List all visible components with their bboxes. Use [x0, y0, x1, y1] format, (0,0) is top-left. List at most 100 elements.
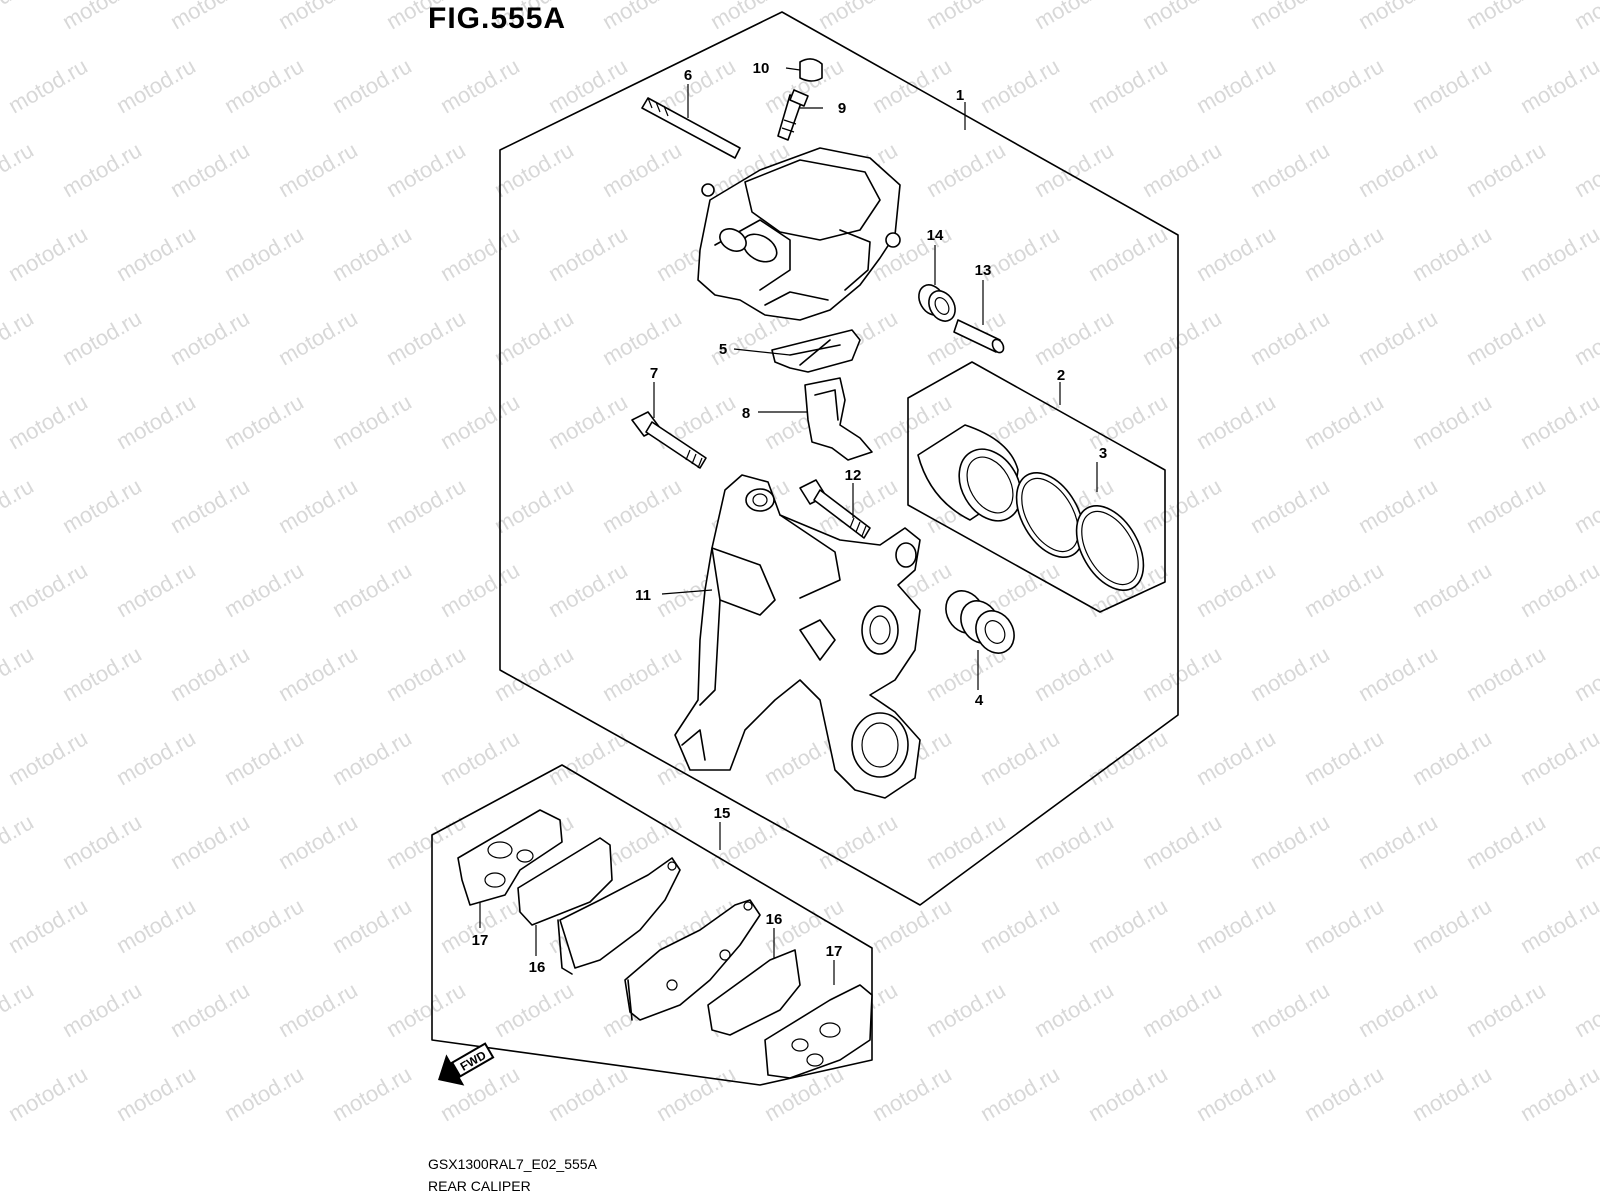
watermark-text: motod.ru [1408, 53, 1496, 118]
callout-17-left: 17 [472, 932, 489, 949]
watermark-text: motod.ru [1570, 137, 1600, 202]
watermark-text: motod.ru [58, 473, 146, 538]
watermark-text: motod.ru [1354, 137, 1442, 202]
callout-2: 2 [1057, 367, 1065, 384]
callout-12: 12 [845, 467, 862, 484]
watermark-text: motod.ru [1570, 809, 1600, 874]
watermark-text: motod.ru [1570, 305, 1600, 370]
watermark-text: motod.ru [166, 137, 254, 202]
callout-6: 6 [684, 67, 692, 84]
watermark-text: motod.ru [1300, 557, 1388, 622]
watermark-text: motod.ru [112, 53, 200, 118]
watermark-text: motod.ru [220, 221, 308, 286]
watermark-text: motod.ru [436, 725, 524, 790]
watermark-text: motod.ru [1030, 641, 1118, 706]
watermark-text: motod.ru [436, 221, 524, 286]
watermark-text: motod.ru [490, 977, 578, 1042]
watermark-text: motod.ru [1138, 137, 1226, 202]
watermark-text: motod.ru [1192, 1061, 1280, 1126]
brake-pad-left [557, 857, 681, 975]
watermark-text: motod.ru [1516, 389, 1600, 454]
watermark-text: motod.ru [4, 557, 92, 622]
watermark-text: motod.ru [58, 977, 146, 1042]
watermark-text: motod.ru [274, 977, 362, 1042]
watermark-text: motod.ru [436, 389, 524, 454]
watermark-text: motod.ru [382, 809, 470, 874]
watermark-text: motod.ru [490, 137, 578, 202]
watermark-text: motod.ru [706, 0, 794, 34]
watermark-text: motod.ru [1462, 0, 1550, 34]
watermark-text: motod.ru [1570, 473, 1600, 538]
watermark-text: motod.ru [1246, 473, 1334, 538]
watermark-text: motod.ru [4, 725, 92, 790]
watermark-text: motod.ru [1462, 977, 1550, 1042]
watermark-text: motod.ru [1030, 977, 1118, 1042]
bracket-boot [945, 590, 1015, 654]
watermark-text: motod.ru [1246, 809, 1334, 874]
callout-labels: 1 2 3 4 5 6 7 8 9 10 11 12 13 14 15 16 1… [472, 60, 1108, 976]
watermark-text: motod.ru [220, 53, 308, 118]
figure-name: REAR CALIPER [428, 1178, 531, 1194]
watermark-text: motod.ru [166, 977, 254, 1042]
callout-10: 10 [753, 60, 770, 77]
watermark-text: motod.ru [1246, 977, 1334, 1042]
watermark-text: motod.ru [328, 1061, 416, 1126]
watermark-text: motod.ru [1516, 53, 1600, 118]
watermark-text: motod.ru [544, 1061, 632, 1126]
watermark-text: motod.ru [1138, 641, 1226, 706]
watermark-text: motod.ru [976, 1061, 1064, 1126]
watermark-text: motod.ru [1084, 725, 1172, 790]
watermark-text: motod.ru [1138, 473, 1226, 538]
watermark-text: motod.ru [1192, 893, 1280, 958]
watermark-text: motod.ru [4, 1061, 92, 1126]
watermark-text: motod.ru [112, 725, 200, 790]
watermark-text: motod.ru [112, 893, 200, 958]
watermark-text: motod.ru [1138, 305, 1226, 370]
callout-5: 5 [719, 341, 727, 358]
watermark-text: motod.ru [220, 725, 308, 790]
watermark-text: motod.ru [598, 305, 686, 370]
watermark-text: motod.ru [1354, 305, 1442, 370]
callout-3: 3 [1099, 445, 1107, 462]
callout-16-left: 16 [529, 959, 546, 976]
watermark-text: motod.ru [0, 0, 38, 34]
watermark-text: motod.ru [0, 473, 38, 538]
pad-shim-right-inner [707, 949, 801, 1036]
watermark-text: motod.ru [1084, 53, 1172, 118]
watermark-text: motod.ru [328, 557, 416, 622]
watermark-text: motod.ru [1462, 809, 1550, 874]
watermark-text: motod.ru [1246, 0, 1334, 34]
watermark-text: motod.ru [1408, 893, 1496, 958]
watermark-text: motod.ru [328, 221, 416, 286]
watermark-text: motod.ru [544, 221, 632, 286]
pad-set-boundary [431, 764, 873, 1086]
watermark-text: motod.ru [382, 977, 470, 1042]
watermark-text: motod.ru [0, 641, 38, 706]
bleeder-valve [777, 89, 809, 141]
pad-spring [771, 329, 861, 373]
watermark-text: motod.ru [1300, 893, 1388, 958]
watermark-text: motod.ru [436, 53, 524, 118]
watermark-text: motod.ru [1300, 53, 1388, 118]
watermark-text: motod.ru [598, 137, 686, 202]
watermark-text: motod.ru [274, 305, 362, 370]
watermark-text: motod.ru [1192, 53, 1280, 118]
watermark-text: motod.ru [1462, 305, 1550, 370]
watermark-text: motod.ru [0, 809, 38, 874]
watermark-text: motod.ru [1138, 0, 1226, 34]
watermark-text: motod.ru [922, 977, 1010, 1042]
watermark-text: motod.ru [58, 641, 146, 706]
watermark-text: motod.ru [1030, 809, 1118, 874]
watermark-text: motod.ru [544, 557, 632, 622]
watermark-text: motod.ru [328, 389, 416, 454]
watermark-text: motod.ru [0, 977, 38, 1042]
watermark-text: motod.ru [922, 0, 1010, 34]
watermark-text: motod.ru [274, 137, 362, 202]
watermark-text: motod.ru [1084, 389, 1172, 454]
watermark-text: motod.ru [1354, 809, 1442, 874]
watermark-text: motod.ru [922, 137, 1010, 202]
watermark-text: motod.ru [166, 305, 254, 370]
watermark-text: motod.ru [1138, 809, 1226, 874]
watermark-text: motod.ru [166, 0, 254, 34]
watermark-text: motod.ru [382, 641, 470, 706]
